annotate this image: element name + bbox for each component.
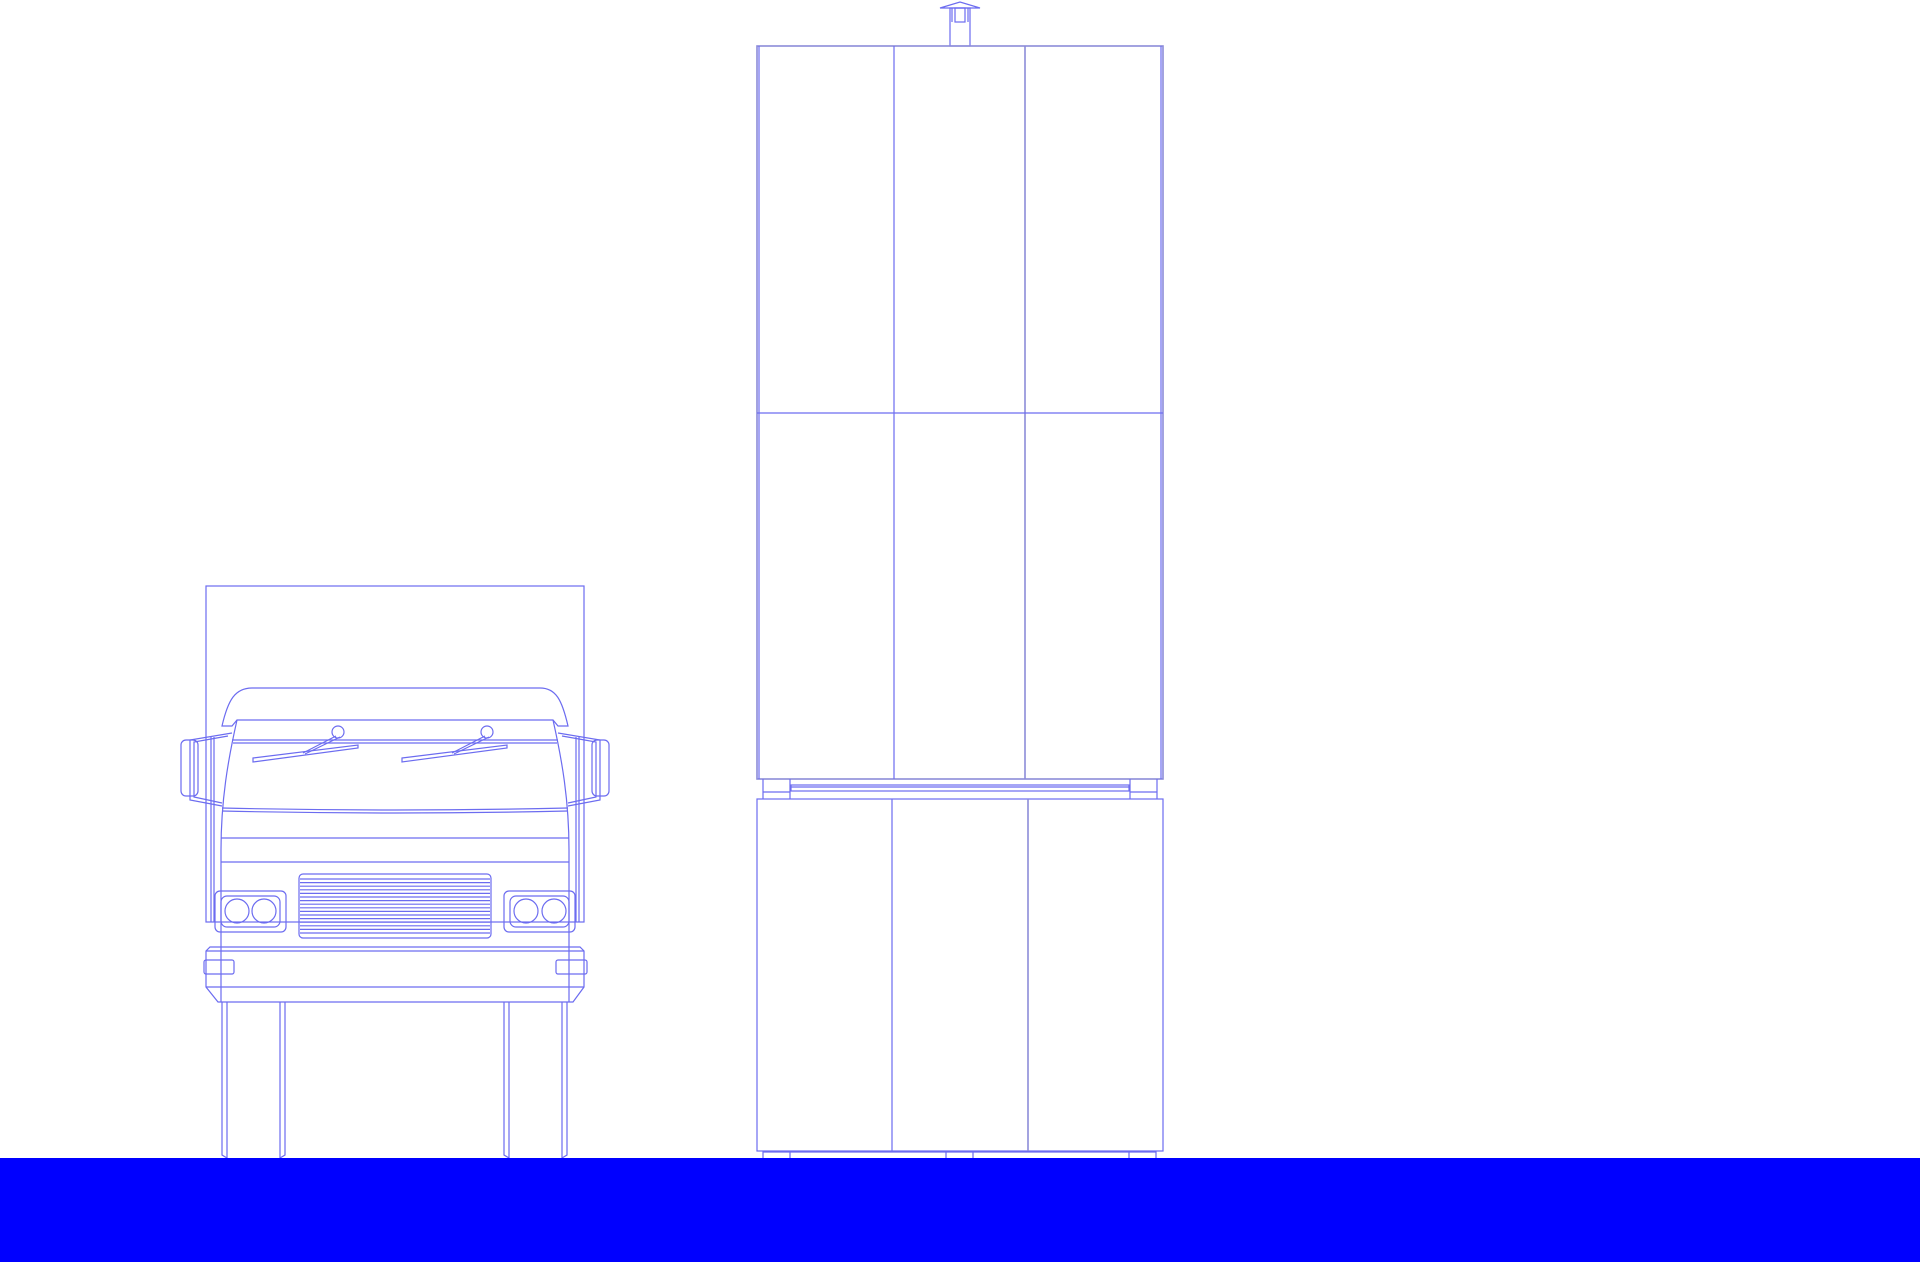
mirror-right (557, 732, 610, 922)
bumper (205, 946, 585, 1003)
cab-body-left (220, 719, 238, 1002)
cabinet-tower (756, 1, 1164, 1158)
base-feet (762, 1151, 1157, 1158)
joint-plinth (762, 779, 1158, 799)
chimney-vent (939, 1, 981, 47)
cab-roof (221, 687, 569, 727)
cab-body-right (552, 719, 570, 1002)
wiper-right (401, 725, 508, 763)
bumper-tab-left (203, 959, 235, 975)
mirror-left (180, 732, 233, 922)
headlight-left (214, 890, 287, 933)
truck (180, 585, 610, 1159)
wheel-left (221, 1002, 286, 1159)
ground-band (0, 1158, 1920, 1262)
lower-cabinet (756, 798, 1164, 1152)
windshield-bottom (221, 807, 569, 814)
cargo-box (205, 585, 585, 923)
wheel-right (503, 1002, 568, 1159)
wiper-left (252, 725, 359, 763)
radiator-grille (298, 873, 492, 939)
headlight-right (503, 890, 576, 933)
bumper-tab-right (555, 959, 588, 975)
